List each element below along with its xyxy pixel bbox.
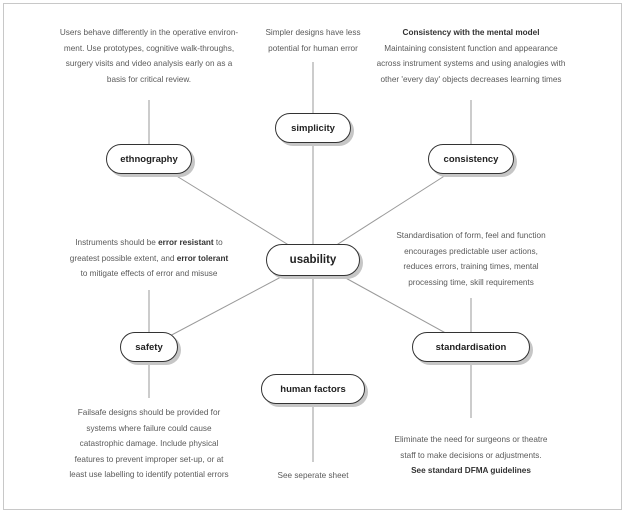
standardisation-top-line: Standardisation of form, feel and functi… — [396, 231, 546, 240]
standardisation-bottom-line: Eliminate the need for surgeons or theat… — [394, 435, 548, 444]
consistency-node[interactable]: consistency — [428, 144, 514, 174]
consistency-heading: Consistency with the mental model — [358, 25, 584, 41]
simplicity-node[interactable]: simplicity — [275, 113, 351, 143]
diagram-frame — [3, 3, 622, 510]
human-factors-node-label: human factors — [280, 383, 346, 395]
error-resistant-emphasis: error resistant — [158, 238, 214, 247]
safety-bottom-line: systems where failure could cause — [86, 423, 212, 433]
safety-top-line: Instruments should be error resistant to — [44, 235, 254, 251]
ethnography-description-line: Users behave differently in the operativ… — [59, 28, 239, 37]
safety-node[interactable]: safety — [120, 332, 178, 362]
spoke-consistency — [312, 158, 472, 261]
safety-top-description: Instruments should be error resistant to… — [44, 235, 254, 282]
safety-top-text: to — [213, 238, 223, 247]
safety-bottom-line: features to prevent improper set-up, or … — [74, 454, 224, 464]
ethnography-description: Users behave differently in the operativ… — [17, 25, 281, 87]
standardisation-node[interactable]: standardisation — [412, 332, 530, 362]
safety-bottom-description: Failsafe designs should be provided for … — [44, 405, 254, 483]
standardisation-bottom-description: Eliminate the need for surgeons or theat… — [386, 432, 556, 479]
standardisation-top-description: Standardisation of form, feel and functi… — [381, 228, 561, 290]
safety-bottom-line: least use labelling to identify potentia… — [69, 470, 229, 480]
dfma-guidelines-link[interactable]: See standard DFMA guidelines — [411, 466, 531, 476]
consistency-description-line: Maintaining consistent function and appe… — [384, 43, 558, 53]
consistency-description-line: across instrument systems and using anal… — [376, 59, 566, 69]
simplicity-description-line: potential for human error — [268, 43, 358, 53]
consistency-heading-text: Consistency with the mental model — [402, 28, 540, 37]
human-factors-node[interactable]: human factors — [261, 374, 365, 404]
safety-bottom-line: catastrophic damage. Include physical — [79, 439, 219, 449]
dfma-guidelines-line: See standard DFMA guidelines — [386, 463, 556, 479]
error-tolerant-emphasis: error tolerant — [176, 253, 229, 263]
spoke-ethnography — [148, 158, 314, 261]
human-factors-description-line: See seperate sheet — [277, 471, 349, 480]
standardisation-top-line: encourages predictable user actions, — [404, 246, 538, 256]
standardisation-top-line: processing time, skill requirements — [408, 277, 534, 287]
ethnography-description-line: surgery visits and video analysis early … — [65, 59, 233, 69]
ethnography-node-label: ethnography — [120, 153, 178, 165]
simplicity-node-label: simplicity — [291, 122, 335, 134]
usability-center-node[interactable]: usability — [266, 244, 360, 276]
standardisation-bottom-line: staff to make decisions or adjustments. — [400, 450, 542, 460]
standardisation-top-line: reduces errors, training times, mental — [403, 262, 539, 272]
ethnography-description-line: basis for critical review. — [106, 74, 192, 84]
consistency-description-line: other 'every day' objects decreases lear… — [380, 74, 562, 84]
simplicity-description-line: Simpler designs have less — [265, 28, 361, 37]
ethnography-node[interactable]: ethnography — [106, 144, 192, 174]
safety-top-text: Instruments should be — [75, 238, 159, 247]
safety-top-line: to mitigate effects of error and misuse — [80, 269, 218, 279]
usability-center-label: usability — [289, 254, 337, 266]
safety-node-label: safety — [135, 341, 163, 353]
human-factors-description: See seperate sheet — [253, 468, 373, 484]
consistency-node-label: consistency — [443, 153, 499, 165]
safety-top-text: greatest possible extent, and — [69, 253, 177, 263]
standardisation-node-label: standardisation — [435, 341, 507, 353]
safety-bottom-line: Failsafe designs should be provided for — [77, 408, 221, 417]
ethnography-description-line: ment. Use prototypes, cognitive walk-thr… — [63, 43, 235, 53]
consistency-description: Consistency with the mental model Mainta… — [358, 25, 584, 87]
simplicity-description: Simpler designs have less potential for … — [233, 25, 393, 56]
safety-top-line: greatest possible extent, and error tole… — [44, 251, 254, 267]
